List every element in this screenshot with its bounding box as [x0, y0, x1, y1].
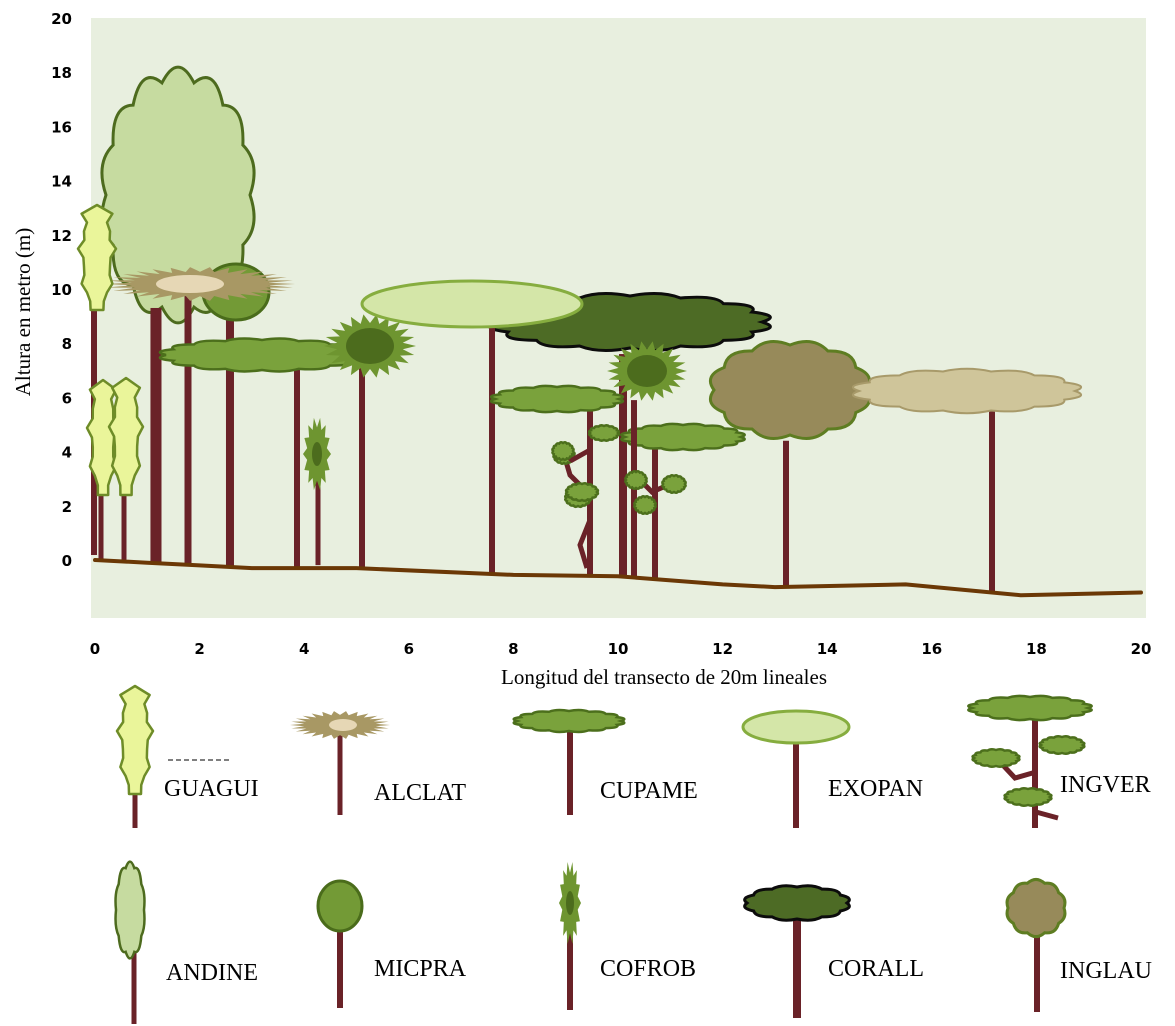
trunk	[294, 368, 300, 569]
trunk	[489, 324, 495, 574]
legend-label: COFROB	[600, 956, 696, 982]
trunk	[151, 308, 162, 563]
y-tick-label: 18	[51, 64, 72, 82]
trunk	[793, 918, 801, 1018]
trunk	[1034, 935, 1040, 1012]
x-tick-label: 12	[712, 640, 733, 658]
x-tick-label: 2	[194, 640, 204, 658]
cofrob-crown-center	[627, 355, 667, 387]
species-legend: GUAGUI ALCLAT CUPAME EXOPAN INGVER ANDINE MICP…	[116, 686, 1152, 1024]
branch	[1036, 812, 1058, 818]
x-tick-label: 4	[299, 640, 309, 658]
trunk	[793, 740, 799, 828]
x-tick-label: 6	[404, 640, 414, 658]
legend-label: CUPAME	[600, 778, 698, 804]
legend-label: EXOPAN	[828, 776, 923, 802]
y-tick-label: 4	[62, 444, 72, 462]
y-tick-label: 20	[51, 10, 72, 28]
ingver-icon-pad	[973, 749, 1020, 767]
alclat-icon-center	[329, 719, 357, 731]
legend-item-ingver: INGVER	[968, 696, 1150, 828]
x-tick-label: 16	[921, 640, 942, 658]
trunk	[337, 930, 343, 1008]
trunk	[338, 735, 343, 815]
legend-label: INGVER	[1060, 772, 1151, 798]
y-tick-label: 10	[51, 281, 72, 299]
legend-item-guagui: GUAGUI	[117, 686, 259, 828]
legend-label: INGLAU	[1060, 958, 1152, 984]
inglau-icon	[1007, 879, 1065, 936]
legend-item-cofrob: COFROB	[559, 862, 696, 1010]
trunk	[226, 292, 234, 567]
x-axis-title: Longitud del transecto de 20m lineales	[501, 665, 827, 689]
trunk	[567, 728, 573, 815]
andine-icon	[116, 862, 145, 959]
y-tick-label: 0	[62, 552, 72, 570]
y-tick-label: 2	[62, 498, 72, 516]
cupame-crown	[621, 424, 744, 450]
legend-label: CORALL	[828, 956, 924, 982]
legend-item-corall: CORALL	[745, 886, 924, 1018]
legend-item-alclat: ALCLAT	[290, 711, 466, 815]
trunk	[359, 362, 365, 568]
trunk	[99, 490, 104, 561]
legend-item-cupame: CUPAME	[514, 710, 698, 815]
tree-andine-trunk	[151, 308, 162, 563]
ingver-icon-pad	[1040, 736, 1085, 754]
exopan-crown	[362, 281, 582, 327]
x-tick-label: 18	[1026, 640, 1047, 658]
cofrob-crown-center	[346, 328, 394, 364]
micpra-icon	[318, 881, 362, 931]
x-axis-ticks: 0 2 4 6 8 10 12 14 16 18 20	[90, 640, 1152, 658]
x-tick-label: 0	[90, 640, 100, 658]
x-tick-label: 10	[608, 640, 629, 658]
y-tick-label: 14	[51, 173, 72, 191]
x-tick-label: 20	[1131, 640, 1152, 658]
ingver-icon-pad	[1005, 788, 1052, 806]
trunk	[132, 950, 137, 1024]
exopan-icon	[743, 711, 849, 743]
legend-item-micpra: MICPRA	[318, 881, 467, 1008]
ingver-icon-top	[968, 696, 1091, 720]
corall-icon	[745, 886, 850, 921]
trunk	[783, 441, 789, 587]
guagui-icon	[117, 686, 153, 794]
inglau-crown	[710, 341, 869, 438]
ingver-leaf-pad	[634, 496, 655, 514]
x-tick-label: 8	[508, 640, 518, 658]
cupame-icon	[514, 710, 625, 732]
y-tick-label: 16	[51, 118, 72, 136]
x-tick-label: 14	[817, 640, 838, 658]
legend-item-inglau: INGLAU	[1007, 879, 1152, 1012]
legend-label: ALCLAT	[374, 780, 466, 806]
legend-label: GUAGUI	[164, 776, 259, 802]
ingver-leaf-pad	[552, 442, 573, 460]
trunk	[989, 411, 995, 592]
legend-label: MICPRA	[374, 956, 467, 982]
y-axis-title: Altura en metro (m)	[11, 228, 35, 397]
cofrob-crown-center	[312, 442, 322, 466]
ingver-leaf-pad	[662, 475, 685, 493]
trunk	[185, 294, 192, 564]
trunk	[316, 476, 321, 565]
alclat-crown-center	[156, 275, 224, 293]
ingver-leaf-pad	[566, 483, 598, 501]
trunk	[122, 490, 127, 562]
cofrob-icon-center	[566, 891, 574, 915]
trunk	[133, 790, 138, 828]
ingver-leaf-pad	[589, 425, 619, 440]
legend-item-exopan: EXOPAN	[743, 711, 923, 828]
y-tick-label: 12	[51, 227, 72, 245]
legend-label: ANDINE	[166, 960, 258, 986]
y-tick-label: 8	[62, 335, 72, 353]
y-tick-label: 6	[62, 389, 72, 407]
alclat2-crown	[853, 369, 1081, 413]
legend-item-andine: ANDINE	[116, 862, 258, 1024]
cupame-crown	[491, 386, 623, 412]
ingver-leaf-pad	[625, 471, 646, 489]
